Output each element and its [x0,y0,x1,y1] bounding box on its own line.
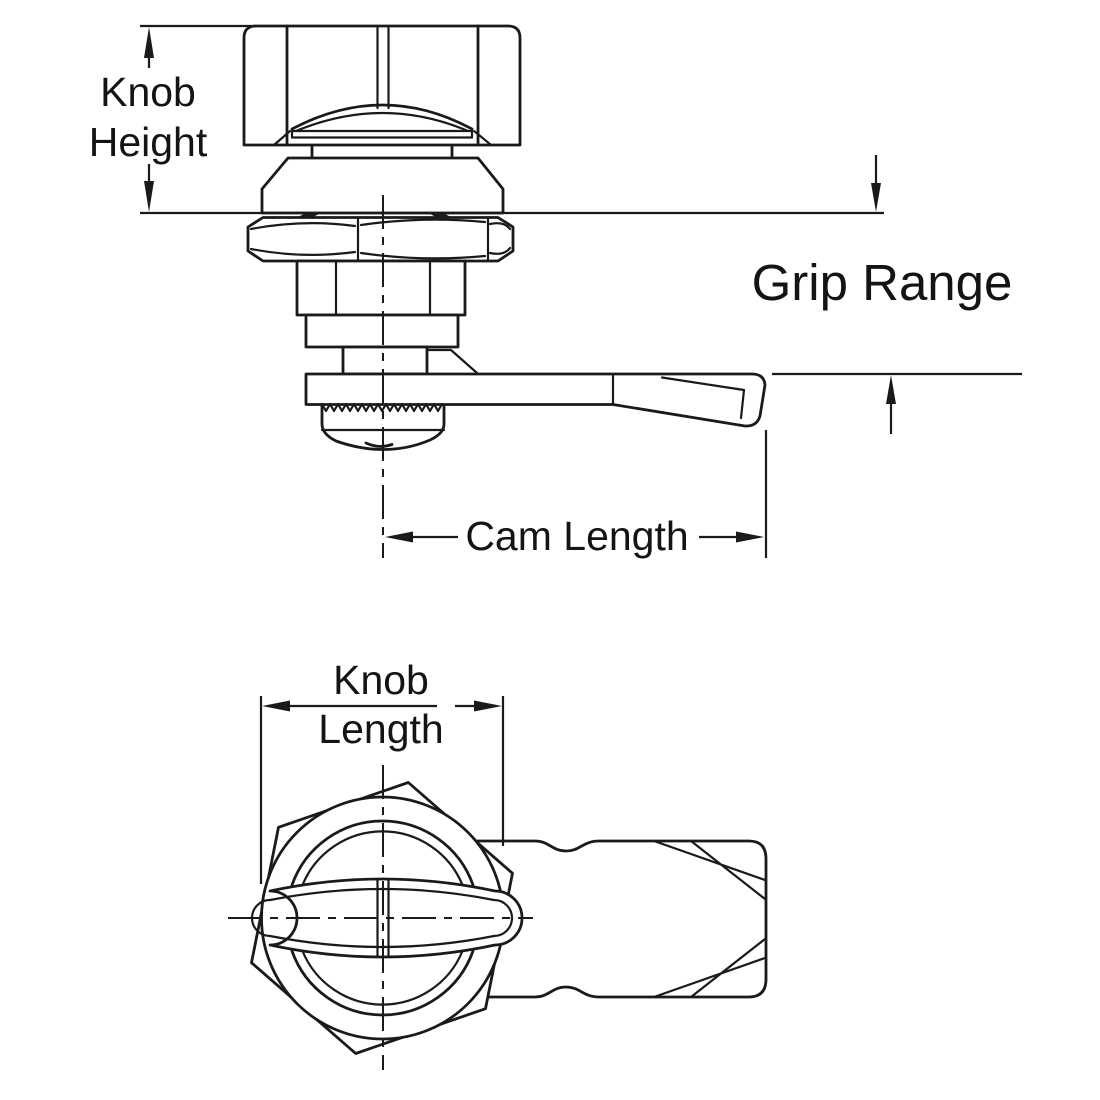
knob-height-label-line1: Knob [100,69,196,115]
dim-knob-height: Knob Height [89,24,884,215]
arrow-left-icon [385,531,413,543]
arrow-down-icon [871,183,881,212]
knob-dome-ring-top [290,819,475,887]
hex-nut-facet-lines [356,216,490,263]
knob-dome-base-band [290,129,474,139]
lock-body-flats [334,259,432,317]
knob-length-label-line2: Length [318,706,443,752]
dim-knob-length: Knob Length [259,657,505,884]
arrow-right-icon [736,531,764,543]
hex-nut-chamfer-arcs [249,218,512,260]
arrow-up-icon [886,375,896,404]
side-view [242,24,767,558]
cam-arm-side [304,372,767,428]
knob-center-slot [376,24,390,110]
knob-inner-fillets [272,129,493,147]
knob-length-label-line1: Knob [333,657,429,703]
arrow-down-icon [144,181,154,212]
grip-range-label: Grip Range [752,254,1013,311]
hex-nut-side [246,216,515,263]
dim-grip-range: Grip Range [752,155,1022,434]
knob-height-label-line2: Height [89,119,208,165]
plan-view [228,765,768,1070]
cam-hub [341,345,429,376]
cam-arm-plan [460,839,768,999]
lock-body-upper [295,259,467,317]
knob-outline [242,24,522,147]
knob-dome-arc-inner [294,111,470,133]
arrow-right-icon [474,700,502,712]
cam-tip-edges [660,376,746,420]
arrow-left-icon [262,700,290,712]
knob-stem [310,143,454,160]
cam-length-label: Cam Length [465,513,688,559]
knob-dome-arc-outer [290,103,474,131]
dim-cam-length: Cam Length [385,430,768,559]
cam-bend-diagonals [652,839,767,999]
wing-handle-plan [268,877,524,959]
screw-end-slot-mark [364,441,394,448]
cam-bend-step [425,348,479,375]
arrow-up-icon [144,27,154,58]
